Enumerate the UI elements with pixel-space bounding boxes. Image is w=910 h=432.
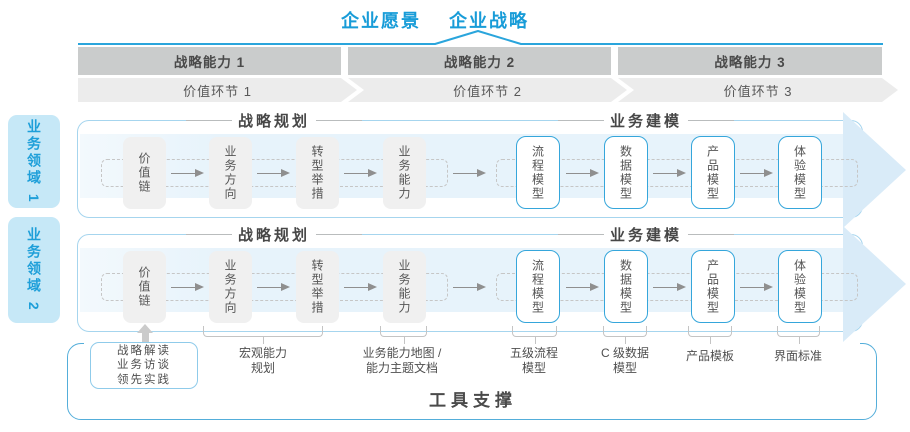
vision-title: 企业愿景 xyxy=(341,11,421,31)
modeling-section-header: 业务建模 xyxy=(557,110,735,131)
capability-bar-2: 战略能力 2 xyxy=(348,47,611,75)
modeling-section-header: 业务建模 xyxy=(557,224,735,245)
brace-product-template xyxy=(688,326,732,344)
process-model-box: 流程模型 xyxy=(516,136,560,209)
value-link-chevron-3: 价值环节 3 xyxy=(618,78,898,102)
value-link-chevron-2: 价值环节 2 xyxy=(348,78,627,102)
apex-connector-line xyxy=(78,30,883,45)
data-model-box: 数据模型 xyxy=(604,136,648,209)
domain-row-1: 战略规划 业务建模 价值链 业务方向 转型举措 业务能力 流程模型 数据模型 产… xyxy=(77,110,906,228)
brace-process-model xyxy=(512,326,557,344)
data-model-box: 数据模型 xyxy=(604,250,648,323)
strategy-practice-box: 战略解读 业务访谈 领先实践 xyxy=(90,342,198,389)
strategy-practice-text: 战略解读 业务访谈 领先实践 xyxy=(117,344,171,386)
transformation-initiative-box: 转型举措 xyxy=(296,251,339,323)
planning-dashed-group xyxy=(101,273,448,301)
flow-arrow xyxy=(453,282,486,292)
note-product-template: 产品模板 xyxy=(685,349,735,363)
value-link-chevron-1: 价值环节 1 xyxy=(78,78,357,102)
product-model-box: 产品模型 xyxy=(691,136,735,209)
flow-arrow xyxy=(344,168,377,178)
value-chain-box: 价值链 xyxy=(123,137,166,209)
up-arrow-icon xyxy=(137,324,154,343)
capability-label: 战略能力 3 xyxy=(714,55,786,70)
value-link-label: 价值环节 1 xyxy=(183,83,252,99)
domain-label: 业务领域 2 xyxy=(26,227,42,313)
capability-label: 战略能力 2 xyxy=(443,55,516,70)
modeling-dashed-group xyxy=(496,273,858,301)
process-model-box: 流程模型 xyxy=(516,250,560,323)
flow-arrow xyxy=(453,168,486,178)
tool-support-label: 工具支撑 xyxy=(429,391,517,410)
domain-row-2: 战略规划 业务建模 价值链 业务方向 转型举措 业务能力 流程模型 数据模型 产… xyxy=(77,224,906,342)
capability-label: 战略能力 1 xyxy=(173,55,246,70)
brace-ui-standard xyxy=(777,326,820,344)
flow-arrow xyxy=(653,282,686,292)
flow-arrow xyxy=(171,168,204,178)
flow-arrow xyxy=(566,282,599,292)
note-ui-standard: 界面标准 xyxy=(773,349,823,363)
flow-arrow xyxy=(740,282,773,292)
domain-label: 业务领域 1 xyxy=(26,118,42,205)
value-chain-box: 价值链 xyxy=(123,251,166,323)
brace-macro-capability xyxy=(203,326,323,344)
note-process-model: 五级流程 模型 xyxy=(509,346,559,375)
flow-arrow xyxy=(566,168,599,178)
brace-data-model xyxy=(603,326,647,344)
product-model-box: 产品模型 xyxy=(691,250,735,323)
flow-arrow xyxy=(653,168,686,178)
value-link-label: 价值环节 3 xyxy=(723,83,793,99)
flow-arrow xyxy=(257,282,290,292)
planning-section-header: 战略规划 xyxy=(185,110,363,131)
tool-support-frame: 工具支撑 xyxy=(67,342,877,420)
business-direction-box: 业务方向 xyxy=(209,137,252,209)
experience-model-box: 体验模型 xyxy=(778,250,822,323)
business-capability-box: 业务能力 xyxy=(383,251,426,323)
strategy-title: 企业战略 xyxy=(449,11,529,31)
business-direction-box: 业务方向 xyxy=(209,251,252,323)
diagram-title: 企业愿景 企业战略 xyxy=(0,7,890,33)
transformation-initiative-box: 转型举措 xyxy=(296,137,339,209)
planning-dashed-group xyxy=(101,159,448,187)
brace-capability-map xyxy=(380,326,427,344)
flow-arrow xyxy=(740,168,773,178)
capability-bar-3: 战略能力 3 xyxy=(618,47,882,75)
note-data-model: C 级数据 模型 xyxy=(600,346,650,375)
note-capability-map: 业务能力地图 / 能力主题文档 xyxy=(362,346,442,375)
flow-arrow xyxy=(344,282,377,292)
capability-bar-1: 战略能力 1 xyxy=(78,47,341,75)
modeling-dashed-group xyxy=(496,159,858,187)
domain-tab-2: 业务领域 2 xyxy=(8,217,60,323)
flow-arrow xyxy=(257,168,290,178)
planning-section-header: 战略规划 xyxy=(185,224,363,245)
domain-tab-1: 业务领域 1 xyxy=(8,115,60,208)
business-capability-box: 业务能力 xyxy=(383,137,426,209)
experience-model-box: 体验模型 xyxy=(778,136,822,209)
note-macro-capability: 宏观能力 规划 xyxy=(238,346,288,375)
flow-arrow xyxy=(171,282,204,292)
value-link-label: 价值环节 2 xyxy=(453,83,522,99)
